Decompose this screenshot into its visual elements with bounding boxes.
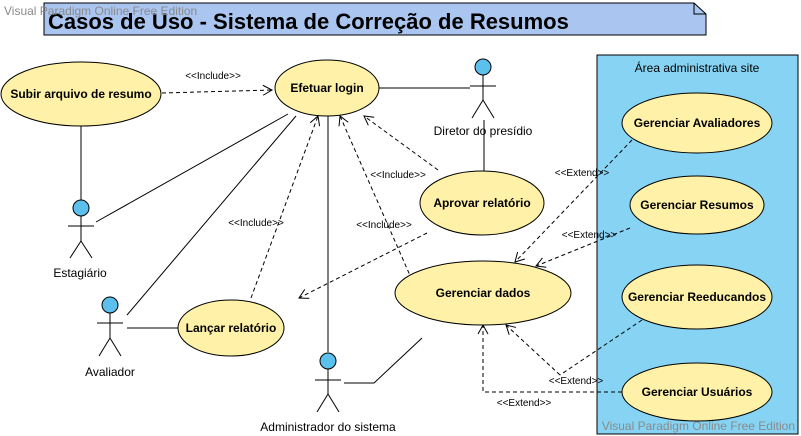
use-case-label: Gerenciar Avaliadores: [634, 116, 761, 130]
diagram-title-note: Casos de Uso - Sistema de Correção de Re…: [43, 2, 707, 36]
actor-head-icon: [72, 199, 90, 217]
use-case-label: Gerenciar Resumos: [640, 198, 754, 212]
system-boundary-title: Área administrativa site: [635, 60, 760, 75]
use-case-gerenciar-avaliadores[interactable]: Gerenciar Avaliadores: [621, 92, 773, 154]
actor-avaliador[interactable]: Avaliador: [85, 296, 135, 379]
include-subir-login: [161, 84, 274, 96]
extend-avaliadores-gerenciar: [514, 139, 633, 263]
include-lancar-login: [250, 115, 321, 299]
extend-usuarios-gerenciar: [477, 323, 622, 393]
label-include-gerenciar: <<Include>>: [356, 220, 412, 231]
stereotype-labels: <<Include>> <<Include>> <<Include>> <<In…: [185, 71, 616, 409]
actor-label: Estagiário: [53, 266, 107, 280]
dependencies: [161, 84, 643, 393]
actor-administrador[interactable]: Administrador do sistema: [260, 352, 396, 434]
assoc-estagiario-login: [95, 113, 289, 223]
dep-aprovar-lancar: [298, 232, 428, 299]
include-gerenciar-login: [338, 115, 413, 281]
watermark-bottom: Visual Paradigm Online Free Edition: [602, 419, 795, 433]
use-case-label: Lançar relatório: [186, 321, 277, 335]
label-extend-usuarios: <<Extend>>: [497, 398, 552, 409]
use-case-label: Efetuar login: [290, 81, 363, 95]
actor-head-icon: [474, 58, 492, 76]
assoc-admin-gerenciar: [344, 337, 423, 384]
actor-estagiario[interactable]: Estagiário: [53, 199, 107, 280]
use-case-gerenciar-reeducandos[interactable]: Gerenciar Reeducandos: [621, 264, 773, 330]
label-extend-resumos: <<Extend>>: [562, 230, 617, 241]
watermark-top: Visual Paradigm Online Free Edition: [4, 4, 197, 18]
actor-head-icon: [319, 352, 337, 370]
diagram-title: Casos de Uso - Sistema de Correção de Re…: [48, 9, 569, 34]
extend-resumos-gerenciar: [535, 227, 631, 268]
actor-label: Administrador do sistema: [260, 420, 396, 434]
use-case-gerenciar-resumos[interactable]: Gerenciar Resumos: [629, 175, 765, 235]
assoc-avaliador-login: [126, 115, 297, 316]
use-case-label: Subir arquivo de resumo: [10, 87, 151, 101]
label-extend-avaliadores: <<Extend>>: [555, 168, 610, 179]
use-case-label: Aprovar relatório: [433, 196, 530, 210]
actor-label: Diretor do presídio: [434, 124, 533, 138]
actor-label: Avaliador: [85, 365, 135, 379]
actor-diretor[interactable]: Diretor do presídio: [434, 58, 533, 138]
use-case-lancar-relatorio[interactable]: Lançar relatório: [177, 299, 285, 357]
include-aprovar-login: [363, 115, 439, 171]
associations: [80, 87, 485, 384]
label-include-subir: <<Include>>: [185, 71, 241, 82]
use-case-label: Gerenciar Usuários: [642, 385, 753, 399]
use-case-subir-arquivo[interactable]: Subir arquivo de resumo: [0, 61, 162, 127]
actor-head-icon: [101, 296, 119, 314]
extend-reeducandos-line: [559, 319, 643, 376]
label-include-lancar: <<Include>>: [228, 218, 284, 229]
extend-reeducandos-gerenciar: [505, 324, 561, 376]
use-case-efetuar-login[interactable]: Efetuar login: [274, 59, 380, 117]
label-extend-reeducandos: <<Extend>>: [549, 376, 604, 387]
label-include-aprovar: <<Include>>: [370, 170, 426, 181]
use-case-label: Gerenciar Reeducandos: [628, 290, 766, 304]
use-case-label: Gerenciar dados: [436, 286, 531, 300]
use-case-gerenciar-dados[interactable]: Gerenciar dados: [394, 260, 572, 326]
use-case-aprovar-relatorio[interactable]: Aprovar relatório: [419, 170, 545, 236]
use-case-gerenciar-usuarios[interactable]: Gerenciar Usuários: [621, 362, 773, 422]
